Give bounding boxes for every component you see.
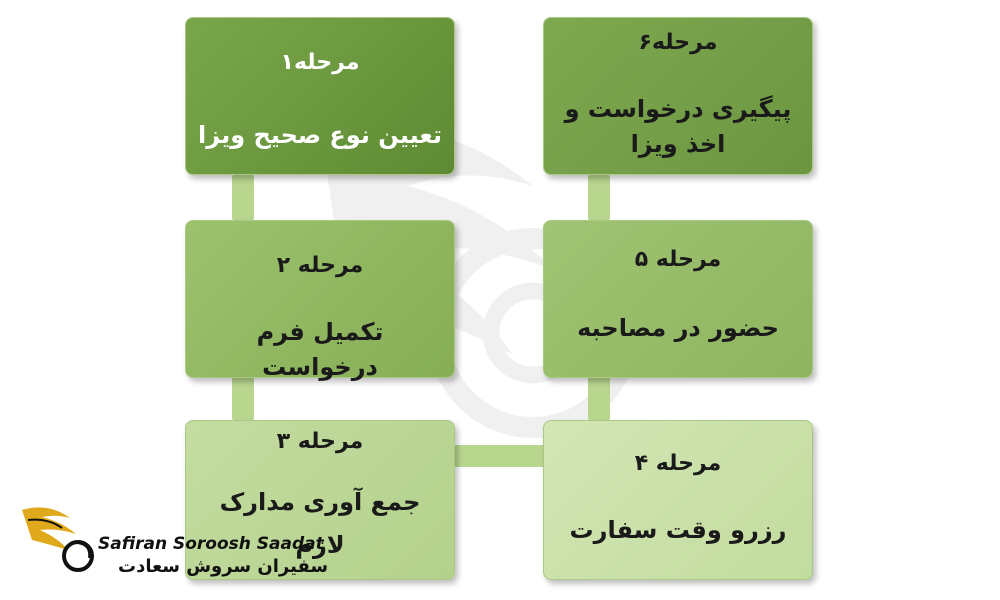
brand-logo: Safiran Soroosh Saadat سفیران سروش سعادت <box>18 500 328 590</box>
step-3-box: مرحله ۳ جمع آوری مدارک لازم <box>185 420 455 580</box>
step-3-desc: جمع آوری مدارک لازم <box>219 488 421 560</box>
connector-6-5 <box>588 175 610 220</box>
step-5-stage: مرحله ۵ <box>634 247 722 272</box>
step-5-desc: حضور در مصاحبه <box>577 314 779 342</box>
connector-3-4 <box>455 445 547 467</box>
step-1-desc: تعیین نوع صحیح ویزا <box>198 121 442 149</box>
step-2-desc: تکمیل فرم درخواست <box>256 318 384 381</box>
step-6-stage: مرحله۶ <box>638 30 718 55</box>
step-3-stage: مرحله ۳ <box>276 429 364 454</box>
step-6-desc: پیگیری درخواست و اخذ ویزا <box>564 95 792 158</box>
bird-logo-icon <box>22 507 94 572</box>
step-4-box: مرحله ۴ رزرو وقت سفارت <box>543 420 813 580</box>
step-2-box: مرحله ۲ تکمیل فرم درخواست <box>185 220 455 381</box>
step-4-desc: رزرو وقت سفارت <box>569 516 787 544</box>
connector-5-4 <box>588 375 610 420</box>
connector-1-2 <box>232 175 254 220</box>
logo-persian-text: سفیران سروش سعادت <box>118 556 329 577</box>
step-4-stage: مرحله ۴ <box>634 451 722 476</box>
step-2-stage: مرحله ۲ <box>276 253 364 278</box>
step-1-stage: مرحله۱ <box>280 50 360 75</box>
connector-2-3 <box>232 375 254 420</box>
step-6-box: مرحله۶ پیگیری درخواست و اخذ ویزا <box>543 17 813 175</box>
step-5-box: مرحله ۵ حضور در مصاحبه <box>543 220 813 378</box>
logo-english-text: Safiran Soroosh Saadat <box>98 534 324 554</box>
step-1-box: مرحله۱ تعیین نوع صحیح ویزا <box>185 17 455 175</box>
